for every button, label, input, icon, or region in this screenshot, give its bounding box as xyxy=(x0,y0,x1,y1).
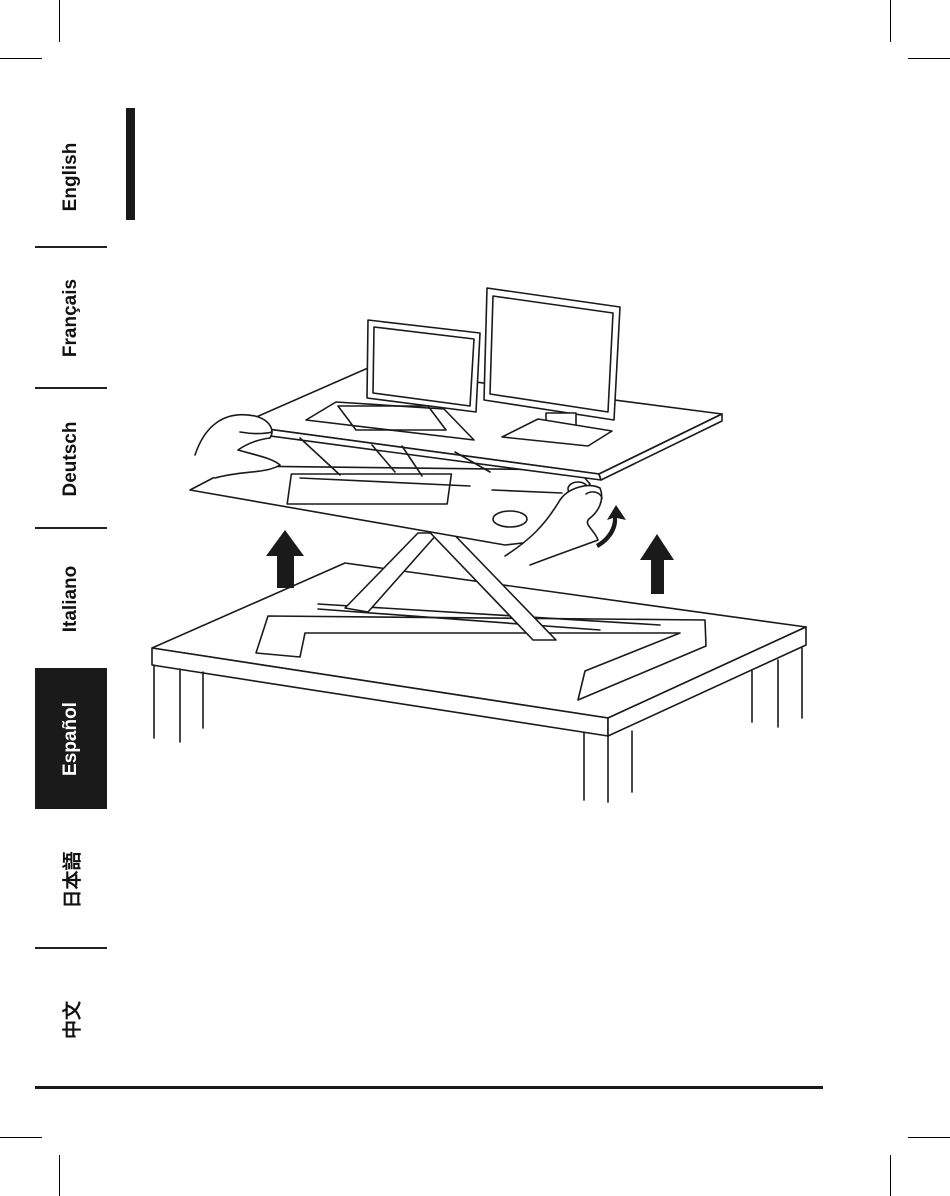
up-arrow-icon xyxy=(640,534,674,594)
laptop xyxy=(306,320,480,440)
table xyxy=(152,563,806,802)
curved-arrow-icon xyxy=(596,505,626,548)
footer-rule xyxy=(35,1086,823,1089)
keyboard-tray xyxy=(190,466,590,545)
left-hand xyxy=(195,415,280,478)
up-arrow-icon xyxy=(266,530,304,588)
work-surface xyxy=(238,368,722,480)
